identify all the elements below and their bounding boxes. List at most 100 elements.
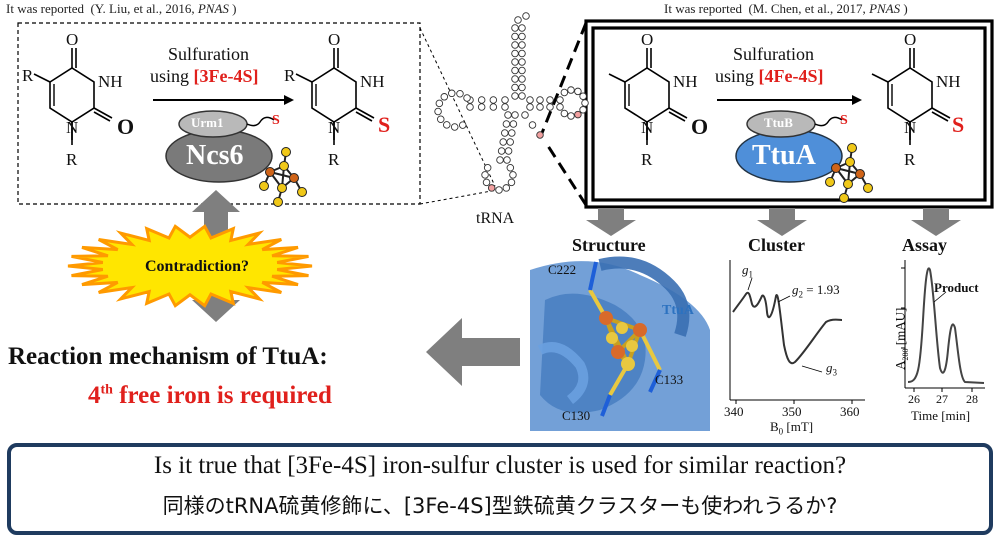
left-product-o: O	[328, 30, 341, 49]
right-reactant-r: R	[641, 150, 653, 169]
trna-nucleotide	[511, 111, 519, 119]
trna-nucleotide	[499, 138, 507, 146]
bottom-question-box	[7, 443, 993, 535]
assay-xlabel: Time [min]	[911, 408, 971, 423]
right-reactant-o-top: O	[641, 30, 654, 49]
mechanism-title: Reaction mechanism of TtuA:	[8, 343, 328, 370]
epr-g1-letter: g	[742, 262, 749, 277]
trna-nucleotide	[456, 89, 464, 98]
right-reference: It was reported (M. Chen, et al., 2017, …	[664, 1, 908, 17]
ttua-label: TtuA	[752, 140, 816, 171]
assay-ylabel: A280 [mAU]	[892, 308, 910, 370]
urm1-s-label: S	[272, 113, 280, 128]
mechanism-rest: free iron is required	[119, 382, 332, 409]
contradiction-label: Contradiction?	[145, 258, 249, 275]
cluster-down-arrow	[757, 208, 807, 236]
ncs6-label: Ncs6	[186, 140, 244, 171]
right-process-line1: Sulfuration	[733, 44, 814, 64]
right-using-label: using	[715, 66, 755, 86]
assay-ylabel-main: A	[892, 360, 908, 370]
right-product-n: N	[904, 118, 917, 137]
assay-down-arrow	[911, 208, 961, 236]
trna-nucleotide	[526, 103, 534, 111]
assay-title: Assay	[902, 235, 948, 255]
trna-cloverleaf	[434, 12, 589, 194]
trna-nucleotide	[560, 88, 569, 97]
right-product-molecule	[871, 47, 951, 145]
assay-xtick-26: 26	[908, 392, 920, 406]
trna-nucleotide	[511, 32, 519, 41]
left-reactant-n: N	[66, 118, 79, 137]
left-ref-prefix: It was reported	[6, 1, 84, 16]
trna-nucleotide	[518, 41, 526, 49]
trna-nucleotide	[556, 103, 564, 111]
trna-nucleotide	[440, 93, 449, 101]
assay-xtick-28: 28	[966, 392, 978, 406]
assay-xtick-27: 27	[936, 392, 948, 406]
left-product-s: S	[378, 112, 391, 137]
epr-g3-label: g3	[826, 360, 837, 378]
trna-nucleotide	[506, 138, 514, 146]
trna-nucleotide	[518, 24, 526, 32]
trna-nucleotide	[511, 58, 519, 66]
left-reactant-nh: NH	[98, 72, 123, 91]
trna-nucleotide	[504, 147, 513, 155]
structure-image	[530, 256, 710, 431]
trna-nucleotide	[443, 121, 451, 129]
right-product-o: O	[904, 30, 917, 49]
epr-g3-letter: g	[826, 360, 833, 375]
right-panel-frame	[584, 19, 994, 209]
epr-g1-label: g1	[742, 262, 753, 280]
trna-nucleotide	[501, 103, 509, 111]
trna-nucleotide	[483, 164, 492, 172]
trna-nucleotide	[528, 121, 537, 129]
left-ref-suffix: )	[232, 1, 237, 16]
trna-nucleotide	[581, 99, 589, 107]
right-ref-authors: (M. Chen, et al., 2017,	[748, 1, 866, 16]
trna-nucleotide	[511, 75, 519, 83]
trna-nucleotide	[536, 131, 544, 139]
trna-nucleotide	[487, 184, 496, 192]
right-product-s: S	[952, 112, 965, 137]
left-reactant-o-top: O	[66, 30, 79, 49]
mechanism-subtitle: 4th free iron is required	[88, 382, 332, 410]
trna-nucleotide	[506, 164, 515, 172]
left-reference: It was reported (Y. Liu, et al., 2016, P…	[6, 1, 236, 17]
mechanism-left-arrow	[426, 318, 520, 386]
trna-nucleotide	[508, 129, 516, 137]
trna-nucleotide	[477, 96, 486, 104]
assay-plot	[901, 260, 985, 392]
trna-nucleotide	[501, 96, 509, 104]
epr-xtick-340: 340	[724, 404, 744, 419]
ttub-s-label: S	[840, 113, 848, 128]
trna-nucleotide	[522, 12, 530, 20]
left-product-nh: NH	[360, 72, 385, 91]
right-reactant-n: N	[641, 118, 654, 137]
trna-nucleotide	[501, 129, 509, 137]
trna-nucleotide	[435, 99, 444, 108]
trna-nucleotide	[497, 147, 506, 155]
trna-nucleotide	[518, 83, 526, 92]
trna-nucleotide	[495, 186, 503, 194]
trna-nucleotide	[504, 111, 512, 119]
assay-product-label: Product	[934, 280, 979, 295]
trna-nucleotide	[511, 49, 519, 58]
structure-label-c222: C222	[548, 262, 577, 277]
contradiction-burst	[67, 224, 313, 308]
epr-plot	[729, 260, 865, 404]
trna-nucleotide	[511, 41, 519, 49]
epr-xlabel-unit: [mT]	[786, 419, 814, 434]
epr-g2-letter: g	[792, 282, 799, 297]
right-ref-journal: PNAS	[869, 1, 901, 16]
left-cluster-label: [3Fe-4S]	[193, 66, 259, 86]
epr-g1-sub: 1	[748, 269, 754, 280]
trna-nucleotide	[518, 49, 526, 58]
trna-nucleotide	[518, 58, 526, 66]
mechanism-number: 4	[88, 382, 101, 409]
trna-nucleotide	[489, 103, 498, 111]
left-process-line1: Sulfuration	[168, 44, 249, 64]
trna-nucleotide	[503, 156, 511, 164]
trna-nucleotide	[536, 103, 544, 111]
trna-nucleotide	[511, 24, 519, 32]
trna-nucleotide	[567, 112, 575, 120]
